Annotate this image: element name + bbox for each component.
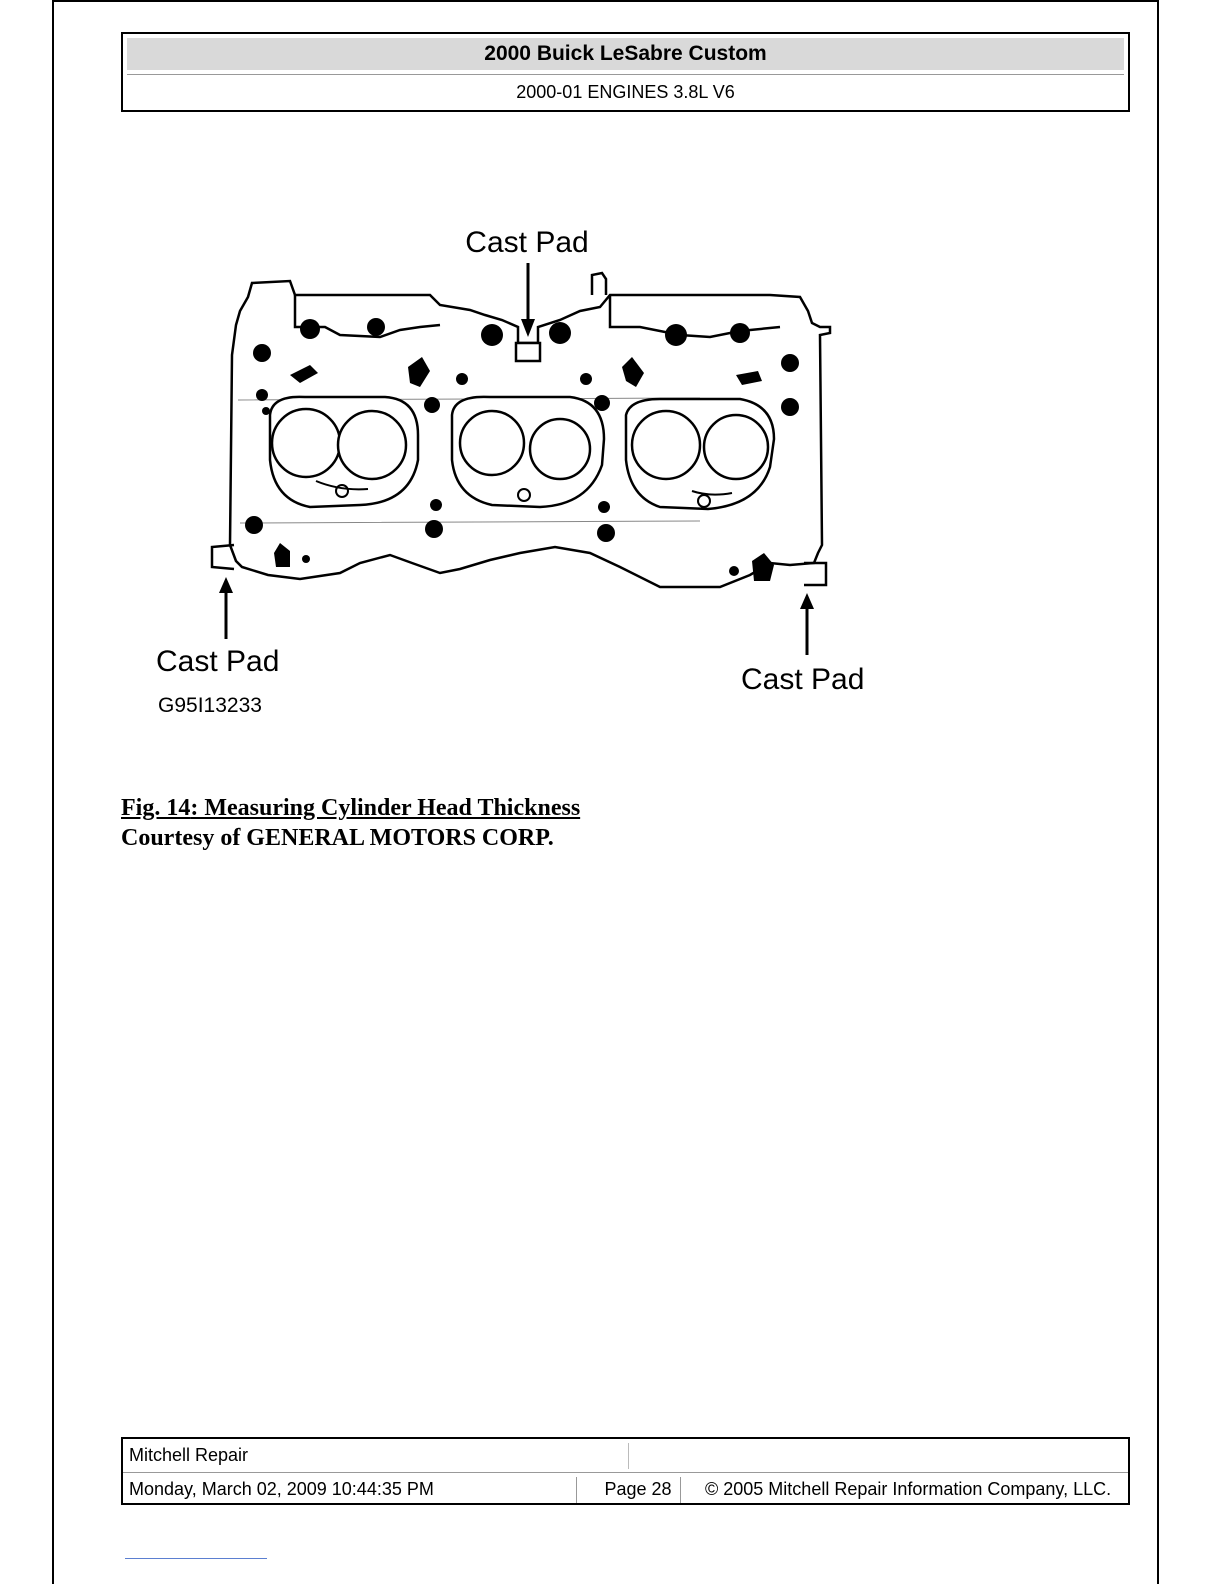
footer-page-number: Page 28	[593, 1473, 683, 1505]
figure-link[interactable]: Fig. 14	[121, 795, 190, 821]
figure-caption: Fig. 14: Measuring Cylinder Head Thickne…	[121, 793, 580, 853]
figure-title: : Measuring Cylinder Head Thickness	[190, 795, 580, 821]
page-border-left	[52, 0, 54, 1584]
cast-pad-label-top: Cast Pad	[465, 226, 588, 259]
cast-pad-label-left: Cast Pad	[156, 645, 279, 678]
document-header: 2000 Buick LeSabre Custom 2000-01 ENGINE…	[121, 32, 1130, 112]
caption-title-line: Fig. 14: Measuring Cylinder Head Thickne…	[121, 793, 580, 823]
footer-separator-2	[680, 1477, 681, 1503]
page-border-top	[52, 0, 1159, 2]
footer-brand: Mitchell Repair	[129, 1439, 248, 1472]
footer-datetime: Monday, March 02, 2009 10:44:35 PM	[129, 1473, 434, 1505]
cast-pad-label-right: Cast Pad	[741, 663, 864, 696]
figure-code: G95I13233	[158, 694, 262, 717]
footer-row-info: Monday, March 02, 2009 10:44:35 PM Page …	[123, 1473, 1128, 1505]
bottom-link-underline	[125, 1558, 267, 1559]
document-footer: Mitchell Repair Monday, March 02, 2009 1…	[121, 1437, 1130, 1505]
cylinder-head-illustration: Cast Pad Cast Pad Cast Pad G95I13233	[140, 215, 900, 725]
footer-separator-1	[576, 1477, 577, 1503]
header-title: 2000 Buick LeSabre Custom	[127, 38, 1124, 70]
footer-row-brand: Mitchell Repair	[123, 1439, 1128, 1473]
footer-copyright: © 2005 Mitchell Repair Information Compa…	[705, 1473, 1111, 1505]
page-border-right	[1157, 0, 1159, 1584]
header-subtitle: 2000-01 ENGINES 3.8L V6	[127, 74, 1124, 109]
footer-divider	[628, 1443, 629, 1469]
caption-courtesy: Courtesy of GENERAL MOTORS CORP.	[121, 823, 580, 853]
cast-pad-center	[516, 343, 540, 361]
